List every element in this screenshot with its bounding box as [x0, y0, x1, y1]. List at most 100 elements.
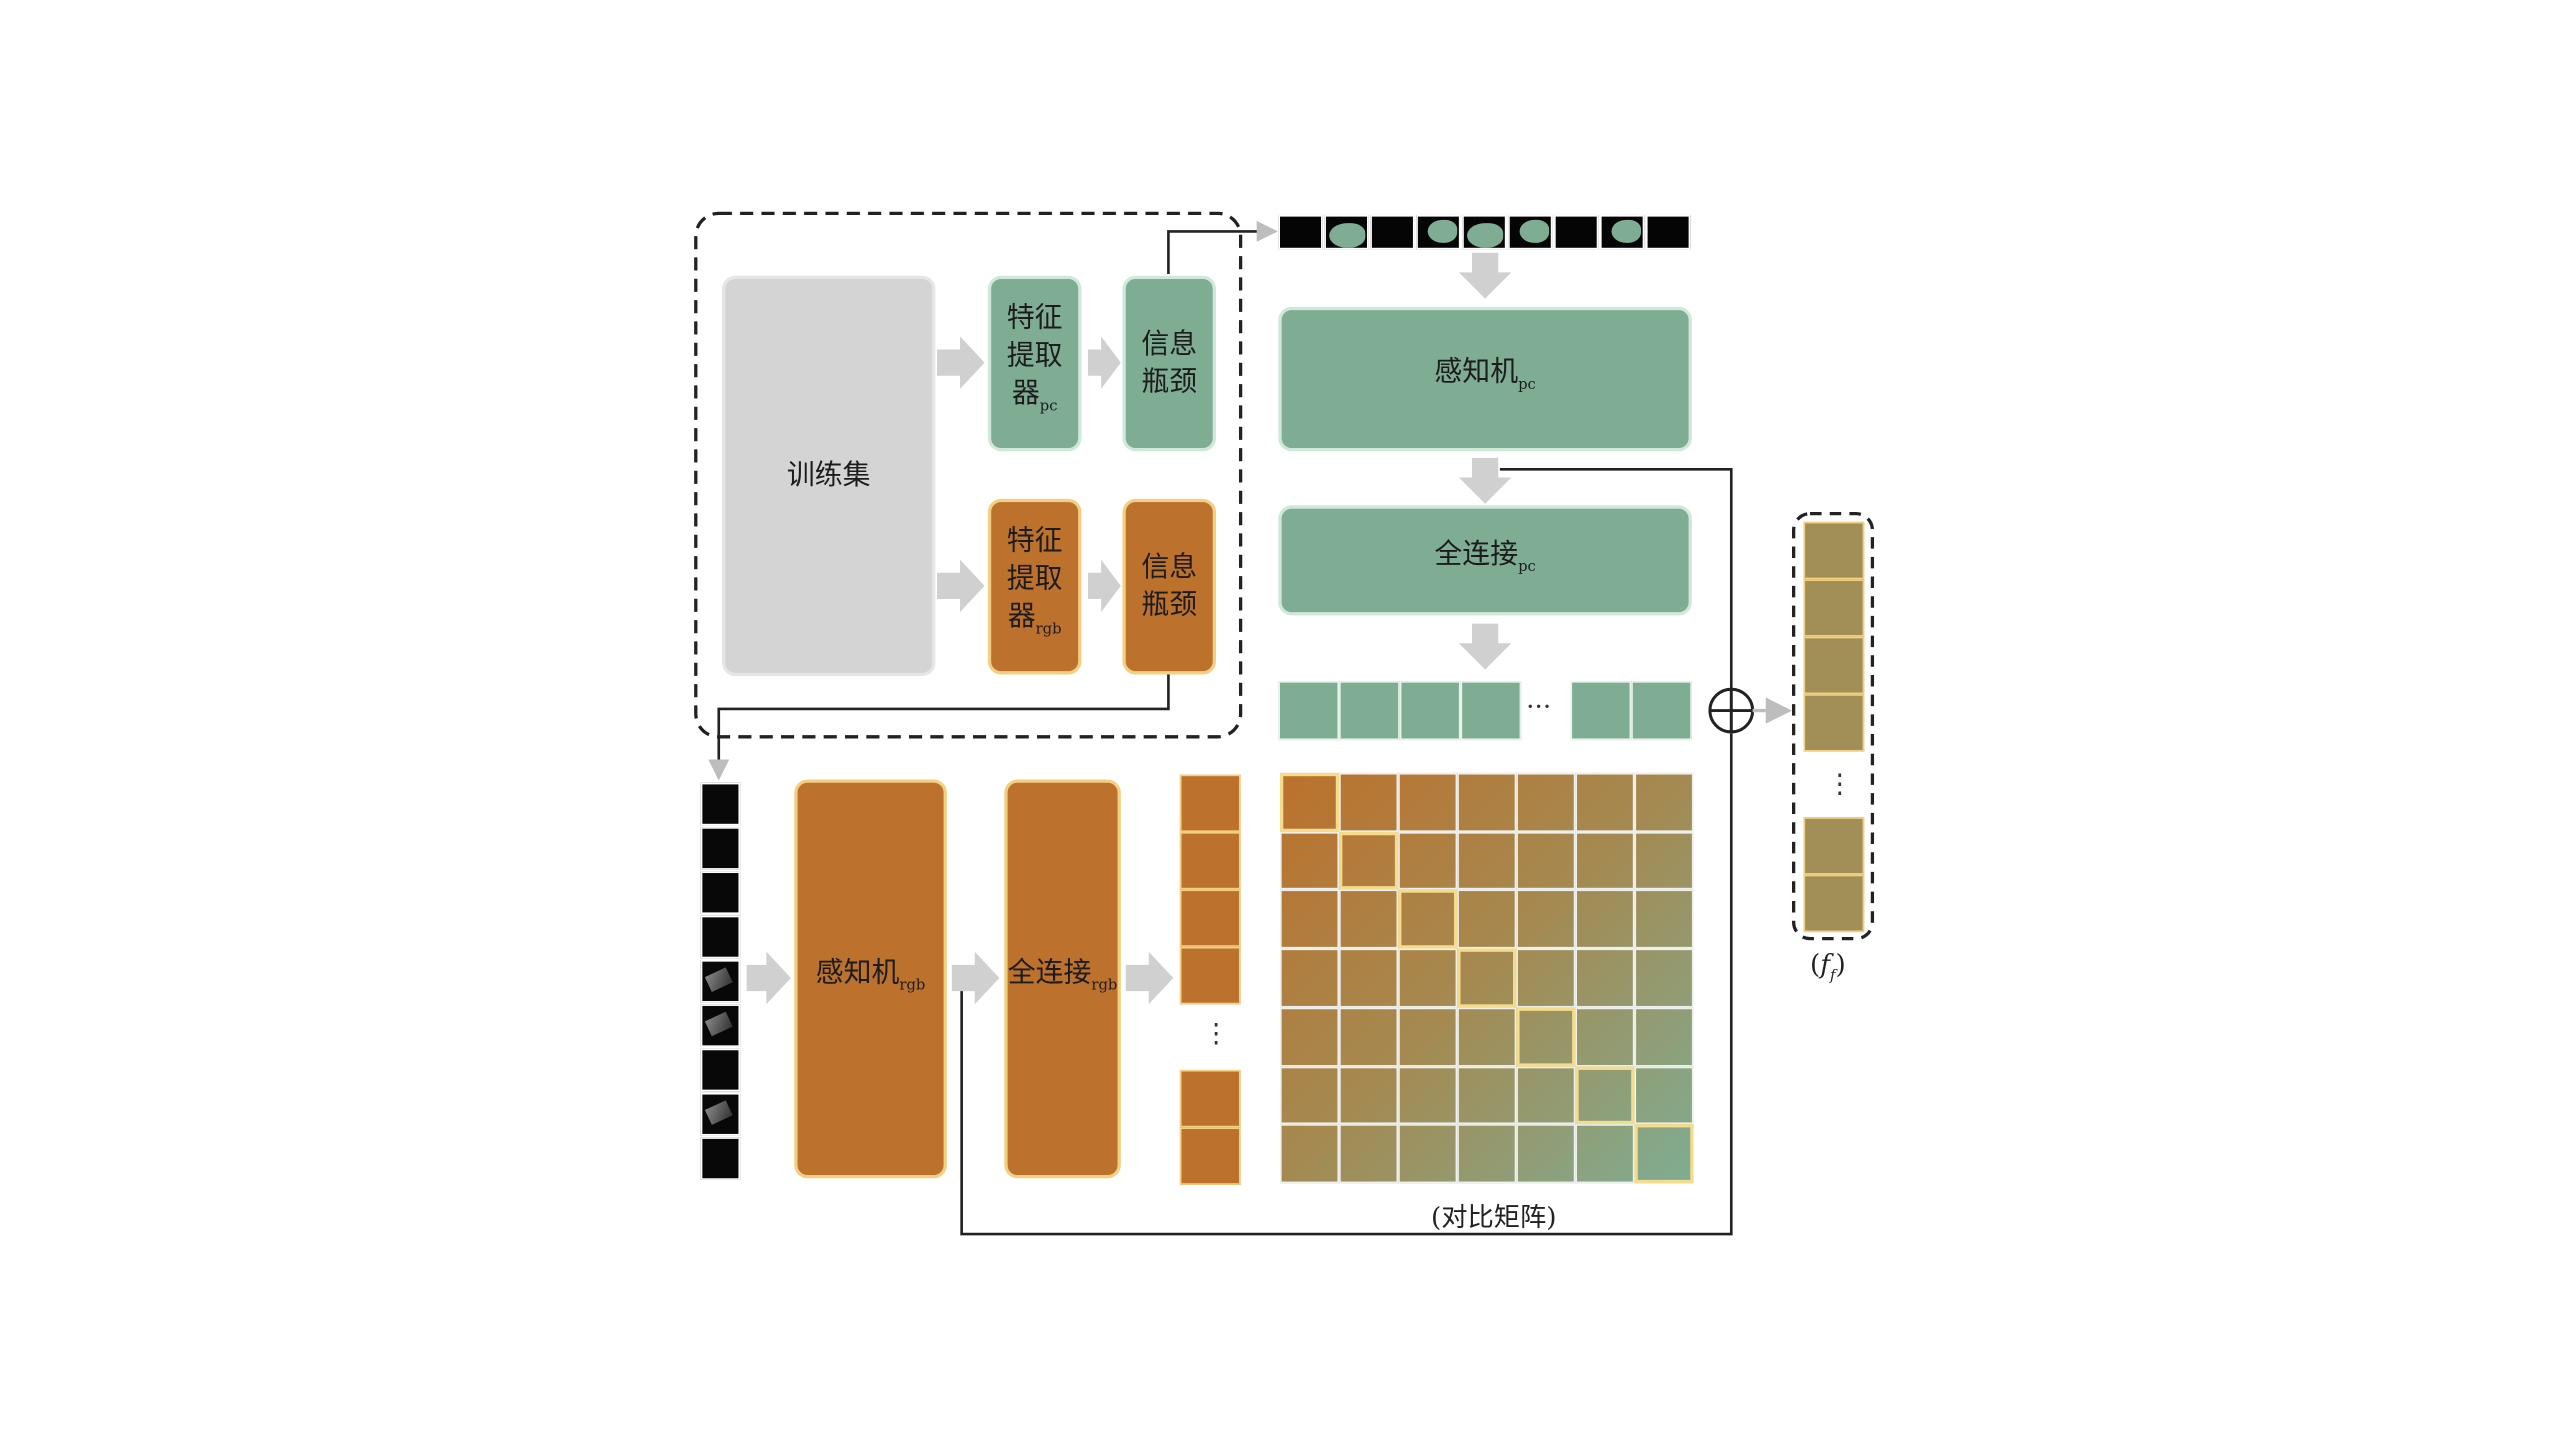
contrast-matrix-cell: [1634, 772, 1694, 832]
point-cloud-thumbnail: [1645, 214, 1691, 250]
rgb-image-content: [704, 1011, 733, 1037]
perceptron-pc-label: 感知机pc: [1434, 356, 1536, 394]
contrast-matrix-cell: [1457, 772, 1517, 832]
rgb-image-thumbnail: [700, 782, 741, 826]
contrast-matrix-cell: [1575, 831, 1635, 891]
fusion-caption: (ff): [1810, 948, 1846, 985]
contrast-matrix-cell: [1280, 1124, 1340, 1184]
contrast-matrix-cell: [1457, 1065, 1517, 1125]
contrast-matrix-cell: [1398, 831, 1458, 891]
contrast-matrix-cell: [1398, 1065, 1458, 1125]
point-cloud-thumbnail: [1508, 214, 1553, 250]
contrast-matrix-diagonal-cell: [1339, 831, 1399, 891]
rgb-image-thumbnail: [700, 871, 741, 915]
point-cloud-thumbnail: [1324, 214, 1369, 250]
connector-bottleneck-rgb-to-column: [708, 674, 1170, 781]
contrast-matrix-cell: [1516, 948, 1576, 1008]
fused-vector-cell: [1803, 694, 1865, 752]
rgb-image-thumbnail: [700, 1004, 741, 1047]
point-cloud-shape: [1611, 219, 1642, 243]
contrast-matrix-cell: [1339, 1007, 1399, 1066]
fully-connected-pc-box: 全连接pc: [1278, 505, 1692, 616]
rgb-vector-ellipsis: ⋮: [1202, 1017, 1230, 1049]
contrast-matrix-cell: [1280, 948, 1340, 1008]
rgb-image-content: [704, 967, 733, 992]
contrast-matrix-cell: [1280, 831, 1340, 891]
contrast-matrix-cell: [1280, 1065, 1340, 1125]
contrast-matrix-cell: [1516, 890, 1576, 949]
connector-bottleneck-pc-to-strip: [1167, 220, 1278, 275]
feature-extractor-pc-label: 特征 提取 器pc: [1006, 301, 1063, 416]
bottleneck-rgb-box: 信息 瓶颈: [1122, 498, 1217, 675]
pc-vector-cell: [1339, 681, 1400, 741]
contrast-matrix-cell: [1339, 1065, 1399, 1125]
contrast-matrix-cell: [1457, 1124, 1517, 1184]
point-cloud-thumbnail: [1416, 214, 1461, 250]
contrast-matrix-cell: [1575, 1007, 1635, 1066]
rgb-vector-cell: [1179, 832, 1241, 890]
arrow-right-icon: [746, 951, 791, 1005]
rgb-image-thumbnail: [700, 1048, 741, 1092]
arrow-right-icon: [937, 559, 985, 613]
rgb-feature-vector: [1179, 774, 1241, 1185]
arrow-right-icon: [1125, 951, 1174, 1005]
rgb-vector-cell: [1179, 889, 1241, 947]
contrast-matrix-cell: [1634, 1065, 1694, 1125]
rgb-image-column: [700, 782, 741, 1180]
bottleneck-rgb-label: 信息 瓶颈: [1141, 550, 1198, 622]
point-cloud-shape: [1329, 223, 1366, 248]
contrast-matrix-diagonal-cell: [1457, 948, 1517, 1008]
fused-vector-cell: [1803, 874, 1865, 933]
arrow-right-icon: [937, 336, 985, 389]
arrow-down-icon: [1458, 623, 1512, 670]
contrast-matrix-cell: [1634, 948, 1694, 1008]
pc-vector-cell: [1399, 681, 1461, 741]
fused-vector-ellipsis: ⋮: [1826, 768, 1853, 800]
pc-vector-ellipsis: ···: [1526, 690, 1552, 723]
contrast-matrix-cell: [1398, 1007, 1458, 1066]
pc-vector-cell: [1570, 681, 1632, 741]
contrast-matrix-cell: [1516, 1124, 1576, 1184]
arrow-right-icon: [1088, 336, 1121, 389]
training-set-label: 训练集: [786, 459, 871, 493]
contrast-matrix-cell: [1280, 890, 1340, 949]
rgb-image-thumbnail: [700, 960, 741, 1003]
bottleneck-pc-box: 信息 瓶颈: [1122, 275, 1217, 452]
pc-vector-cell: [1631, 681, 1692, 741]
contrast-matrix-cell: [1575, 948, 1635, 1008]
contrast-matrix-diagonal-cell: [1634, 1124, 1694, 1184]
point-cloud-thumbnail: [1554, 214, 1599, 250]
point-cloud-thumbnail: [1462, 214, 1507, 250]
rgb-image-thumbnail: [700, 1092, 741, 1136]
point-cloud-thumbnail: [1278, 214, 1323, 250]
contrast-matrix-diagonal-cell: [1575, 1065, 1635, 1125]
fully-connected-rgb-label: 全连接rgb: [1007, 955, 1118, 994]
contrast-matrix-cell: [1398, 772, 1458, 832]
contrast-matrix-cell: [1575, 772, 1635, 832]
fully-connected-pc-label: 全连接pc: [1434, 537, 1536, 576]
fully-connected-rgb-box: 全连接rgb: [1004, 779, 1121, 1179]
training-region-dashed-border: [694, 211, 1243, 739]
rgb-vector-cell: [1179, 1069, 1241, 1128]
contrast-matrix-cell: [1398, 1124, 1458, 1184]
fused-feature-vector: [1803, 521, 1865, 936]
connector-perceptron-pc-to-fusion: [1499, 468, 1733, 690]
arrow-down-icon: [1458, 252, 1512, 299]
contrast-matrix-cell: [1516, 772, 1576, 832]
point-cloud-thumbnail: [1370, 214, 1415, 250]
arrow-down-icon: [1458, 457, 1512, 504]
contrast-matrix-cell: [1634, 890, 1694, 949]
rgb-image-thumbnail: [700, 915, 741, 959]
contrast-matrix-cell: [1339, 890, 1399, 949]
point-cloud-strip: [1278, 214, 1692, 250]
contrast-matrix-cell: [1339, 772, 1399, 832]
fused-vector-dashed-border: [1792, 512, 1875, 941]
contrast-matrix-cell: [1516, 831, 1576, 891]
bottleneck-pc-label: 信息 瓶颈: [1141, 327, 1198, 398]
contrast-matrix-cell: [1575, 1124, 1635, 1184]
fused-vector-cell: [1803, 636, 1865, 695]
contrast-matrix-cell: [1398, 948, 1458, 1008]
perceptron-rgb-box: 感知机rgb: [794, 779, 947, 1179]
point-cloud-thumbnail: [1600, 214, 1645, 250]
